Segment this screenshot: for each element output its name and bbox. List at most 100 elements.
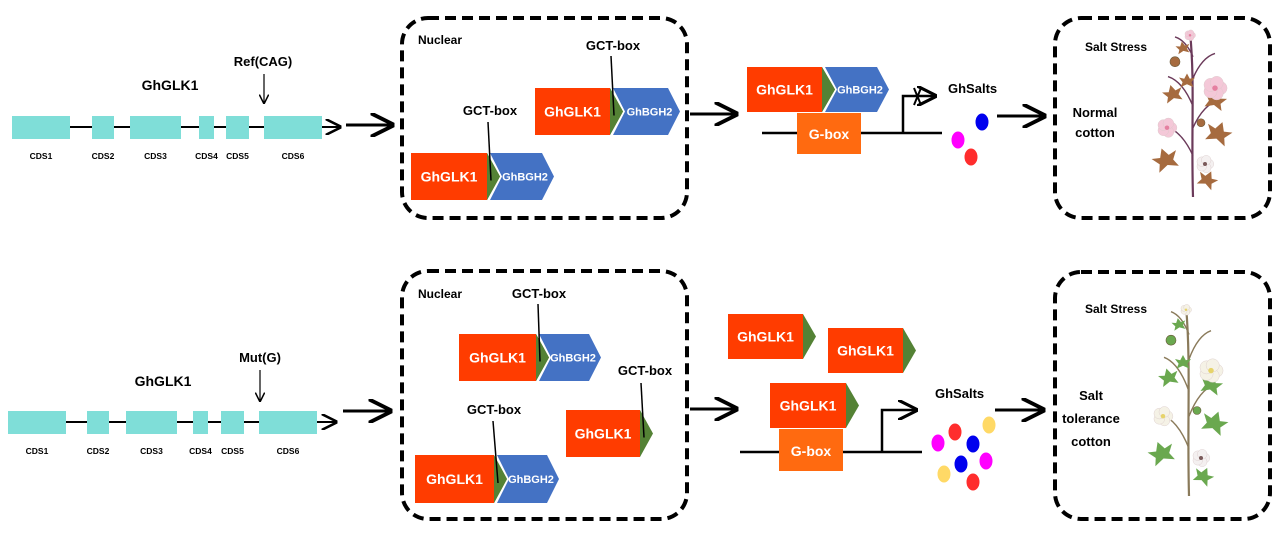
boll bbox=[1192, 406, 1202, 415]
glk1-protein bbox=[828, 328, 903, 373]
complex-mut-2: GhGLK1 GhBGH2 GCT-box bbox=[415, 402, 559, 503]
glk1-protein bbox=[459, 334, 536, 381]
glk1-protein bbox=[770, 383, 846, 428]
cotton-plant-healthy-icon bbox=[1147, 304, 1229, 497]
phenotype-label-mut-2: tolerance bbox=[1062, 411, 1120, 426]
leaf bbox=[1162, 85, 1183, 104]
gct-box-label: GCT-box bbox=[463, 103, 518, 118]
free-glk1-1: GhGLK1 bbox=[728, 314, 816, 359]
exon-cds3 bbox=[126, 411, 177, 434]
exon-label: CDS3 bbox=[144, 151, 167, 161]
gct-box-marker bbox=[903, 328, 916, 373]
glk1-label: GhGLK1 bbox=[426, 471, 483, 487]
target-label-mut: GhSalts bbox=[935, 386, 984, 401]
bgh2-protein bbox=[490, 153, 554, 200]
gct-box-pointer bbox=[610, 55, 615, 116]
bgh2-protein bbox=[497, 455, 559, 503]
gene-name-ref: GhGLK1 bbox=[142, 77, 199, 93]
exon-label: CDS5 bbox=[221, 446, 244, 456]
exon-cds6 bbox=[259, 411, 317, 434]
site-label-mut: Mut(G) bbox=[239, 350, 281, 365]
exon-cds5 bbox=[226, 116, 249, 139]
salt-gene-molecule-blue bbox=[954, 455, 968, 473]
exon-cds5 bbox=[221, 411, 244, 434]
nucleus-title-mut: Nuclear bbox=[418, 287, 462, 301]
exon-label: CDS4 bbox=[195, 151, 218, 161]
nucleus-title-ref: Nuclear bbox=[418, 33, 462, 47]
phenotype-border-mut bbox=[1053, 270, 1272, 521]
gct-box-label: GCT-box bbox=[467, 402, 522, 417]
g-box-element-ref: G-box bbox=[797, 113, 861, 154]
glk1-protein bbox=[728, 314, 803, 359]
salt-gene-molecule-red bbox=[966, 473, 980, 491]
phenotype-label-ref-1: Normal bbox=[1073, 105, 1118, 120]
gct-box-marker bbox=[846, 383, 859, 428]
gene-name-mut: GhGLK1 bbox=[135, 373, 192, 389]
boll bbox=[1169, 56, 1181, 68]
gct-box-marker bbox=[640, 410, 653, 457]
free-glk1-2: GhGLK1 bbox=[828, 328, 916, 373]
stem bbox=[1184, 305, 1191, 497]
bgh2-protein bbox=[539, 334, 601, 381]
leaf bbox=[1147, 441, 1175, 467]
phenotype-label-mut-3: cotton bbox=[1071, 434, 1111, 449]
boll bbox=[1196, 118, 1206, 128]
exon-cds6 bbox=[264, 116, 322, 139]
bound-glk1-mut: GhGLK1 bbox=[770, 383, 859, 428]
gct-box-pointer bbox=[640, 382, 645, 438]
tss-arrow-ref bbox=[901, 96, 935, 133]
leaf bbox=[1175, 41, 1190, 55]
gct-box-pointer bbox=[537, 303, 541, 362]
exon-label: CDS2 bbox=[87, 446, 110, 456]
leaf bbox=[1205, 122, 1233, 147]
salt-gene-molecule-red bbox=[964, 148, 978, 166]
exon-cds4 bbox=[193, 411, 208, 434]
salt-gene-molecule-blue bbox=[966, 435, 980, 453]
nucleus-border-ref bbox=[400, 16, 689, 220]
glk1-protein bbox=[566, 410, 640, 457]
condition-ref: Salt Stress bbox=[1085, 40, 1147, 54]
glk1-label: GhGLK1 bbox=[544, 104, 601, 120]
svg-text:G-box: G-box bbox=[791, 443, 832, 459]
leaf bbox=[1196, 171, 1219, 191]
salt-gene-molecule-yellow bbox=[982, 416, 996, 434]
g-box-element-mut: G-box bbox=[779, 429, 843, 471]
exon-cds1 bbox=[12, 116, 70, 139]
bgh2-label: GhBGH2 bbox=[550, 353, 596, 365]
salt-gene-molecule-yellow bbox=[937, 465, 951, 483]
exon-label: CDS2 bbox=[92, 151, 115, 161]
exon-label: CDS1 bbox=[30, 151, 53, 161]
leaf bbox=[1192, 467, 1215, 487]
exon-label: CDS6 bbox=[282, 151, 305, 161]
gct-box-marker bbox=[803, 314, 816, 359]
glk1-label: GhGLK1 bbox=[469, 350, 526, 366]
exon-cds2 bbox=[87, 411, 109, 434]
glk1-label: GhGLK1 bbox=[421, 169, 478, 185]
glk1-label: GhGLK1 bbox=[737, 329, 794, 345]
salt-gene-molecule-red bbox=[948, 423, 962, 441]
target-label-ref: GhSalts bbox=[948, 81, 997, 96]
cotton-plant-wilted-icon bbox=[1151, 29, 1233, 198]
bgh2-protein bbox=[613, 88, 680, 135]
phenotype-label-mut-1: Salt bbox=[1079, 388, 1104, 403]
svg-text:G-box: G-box bbox=[809, 126, 850, 142]
stem bbox=[1188, 31, 1195, 198]
bgh2-label: GhBGH2 bbox=[508, 474, 554, 486]
glk1-label: GhGLK1 bbox=[756, 82, 813, 98]
tss-arrow-mut bbox=[880, 410, 916, 452]
leaf bbox=[1179, 73, 1195, 88]
exon-cds3 bbox=[130, 116, 181, 139]
bgh2-label: GhBGH2 bbox=[502, 172, 548, 184]
salt-gene-molecule-magenta bbox=[979, 452, 993, 470]
exon-label: CDS3 bbox=[140, 446, 163, 456]
